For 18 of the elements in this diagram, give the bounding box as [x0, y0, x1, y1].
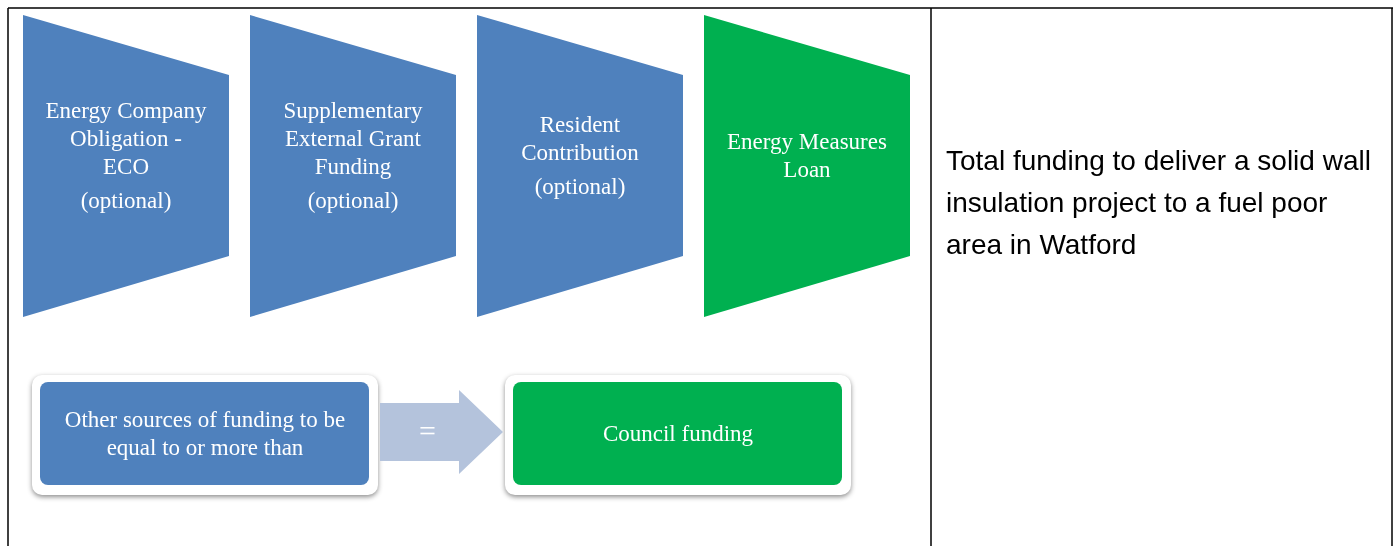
node-text: (optional)	[80, 187, 172, 215]
node-text: Energy Company Obligation - ECO	[45, 97, 207, 181]
node-text: (optional)	[534, 173, 626, 201]
trapezoid-shape	[704, 15, 910, 317]
process-box	[32, 375, 378, 495]
node-text: Supplementary External Grant Funding	[282, 97, 424, 181]
trapezoid-shape	[477, 15, 683, 317]
trapezoid-shape	[23, 15, 229, 317]
block-arrow	[380, 390, 503, 474]
node-text: Energy Measures Loan	[726, 128, 888, 184]
process-box	[505, 375, 851, 495]
node-text: Council funding	[602, 419, 754, 448]
node-text: Resident Contribution	[520, 111, 640, 167]
node-text: (optional)	[307, 187, 399, 215]
description-text: Total funding to deliver a solid wall insulation project to a fuel poor area in Watford	[946, 144, 1372, 262]
node-text: Other sources of funding to be equal to or more than	[63, 405, 347, 462]
trapezoid-shape	[250, 15, 456, 317]
edge-label: =	[419, 414, 436, 448]
